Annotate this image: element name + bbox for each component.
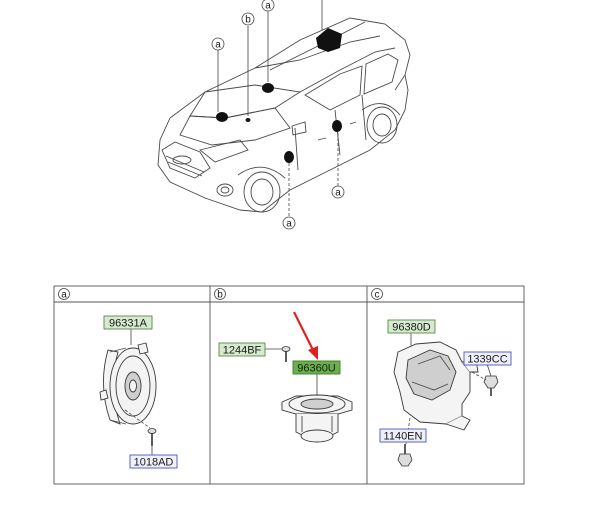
part-label-96331A[interactable]: 96331A <box>103 315 153 330</box>
speaker-location-front-door <box>284 151 294 163</box>
part-label-1018AD[interactable]: 1018AD <box>129 454 178 469</box>
vehicle-illustration <box>157 0 411 217</box>
svg-text:a: a <box>215 40 221 51</box>
part-label-1339CC[interactable]: 1339CC <box>463 351 512 366</box>
callout-a-4: a <box>331 185 345 199</box>
part-label-1140EN[interactable]: 1140EN <box>379 428 427 443</box>
svg-text:1140EN: 1140EN <box>384 431 423 443</box>
svg-text:a: a <box>61 290 67 301</box>
part-label-1244BF[interactable]: 1244BF <box>218 342 266 357</box>
bolt-icon <box>483 375 499 396</box>
panel-a-door-speaker <box>99 328 157 455</box>
part-label-96380D[interactable]: 96380D <box>387 319 436 334</box>
panel-header-b: b <box>214 288 226 301</box>
parts-table: a b c <box>53 285 525 485</box>
speaker-location-dash-right <box>262 83 274 93</box>
panel-b-tweeter <box>265 346 353 443</box>
speaker-location-dash-left <box>216 112 228 122</box>
callout-b: b <box>241 12 255 26</box>
svg-text:1018AD: 1018AD <box>134 457 174 469</box>
svg-text:a: a <box>335 188 341 199</box>
callout-a-1: a <box>211 37 225 51</box>
svg-text:1339CC: 1339CC <box>467 354 507 366</box>
svg-text:b: b <box>217 290 223 301</box>
subwoofer-location <box>316 28 342 52</box>
bolt-icon <box>397 444 413 467</box>
callout-a-2: a <box>261 0 275 12</box>
screw-icon <box>147 428 157 446</box>
svg-text:c: c <box>375 290 380 301</box>
svg-text:1244BF: 1244BF <box>223 345 262 357</box>
svg-text:a: a <box>286 219 292 230</box>
svg-text:b: b <box>245 15 251 26</box>
svg-text:96331A: 96331A <box>109 318 148 330</box>
speaker-location-center <box>245 118 251 122</box>
panel-header-c: c <box>371 288 383 301</box>
svg-text:96380D: 96380D <box>392 322 431 334</box>
part-label-96360U[interactable]: 96360U <box>292 360 341 375</box>
speaker-location-rear-door <box>332 120 342 132</box>
bolt-icon <box>281 346 291 362</box>
callout-a-3: a <box>282 216 296 230</box>
highlight-arrow-icon <box>293 311 318 360</box>
svg-text:96360U: 96360U <box>297 363 336 375</box>
svg-text:a: a <box>265 1 271 12</box>
panel-header-a: a <box>58 288 70 301</box>
